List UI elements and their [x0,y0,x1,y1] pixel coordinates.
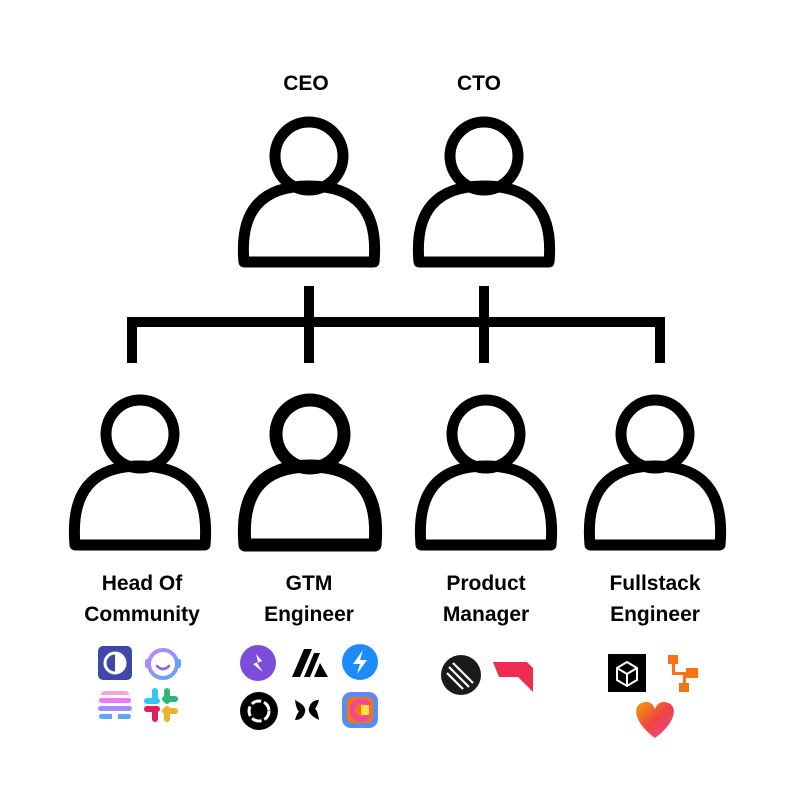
fullstack-engineer-title-line1: Fullstack [609,572,700,595]
gradient-heart-icon [636,701,674,738]
stacked-hive-icon [98,691,132,722]
gtm-engineer-title-line1: GTM [286,572,333,595]
red-arrow-logo-icon [493,662,533,692]
head-of-community-title-line1: Head Of [102,572,184,595]
black-ring-circle-icon [240,692,278,730]
ceo-title: CEO [283,72,329,95]
product-manager-title-line2: Manager [443,603,529,626]
fullstack-engineer-title-line2: Engineer [610,603,700,626]
brand-logo-dark-blue-tile-icon [98,646,132,680]
slack-hashtag-icon [144,688,178,722]
gtm-engineer-title-line2: Engineer [264,603,354,626]
orange-c-tile-icon [342,692,378,728]
orange-connector-icon [668,655,698,692]
product-manager-title-line1: Product [446,572,525,595]
cto-title: CTO [457,72,501,95]
stacked-a-icon [292,649,328,677]
person-icon [412,116,556,268]
black-cube-tile-icon [608,654,646,692]
blue-lightning-circle-icon [342,644,378,680]
purple-spark-circle-icon [240,645,276,681]
person-icon [237,393,383,552]
linear-logo-icon [441,655,481,695]
person-icon [583,394,727,551]
person-icon [414,394,558,551]
connector-lines [127,286,665,363]
person-icon [68,394,212,551]
person-icon [237,116,381,268]
smiling-bot-face-icon [145,648,181,680]
black-windmill-icon [295,700,319,720]
head-of-community-title-line2: Community [84,603,200,626]
